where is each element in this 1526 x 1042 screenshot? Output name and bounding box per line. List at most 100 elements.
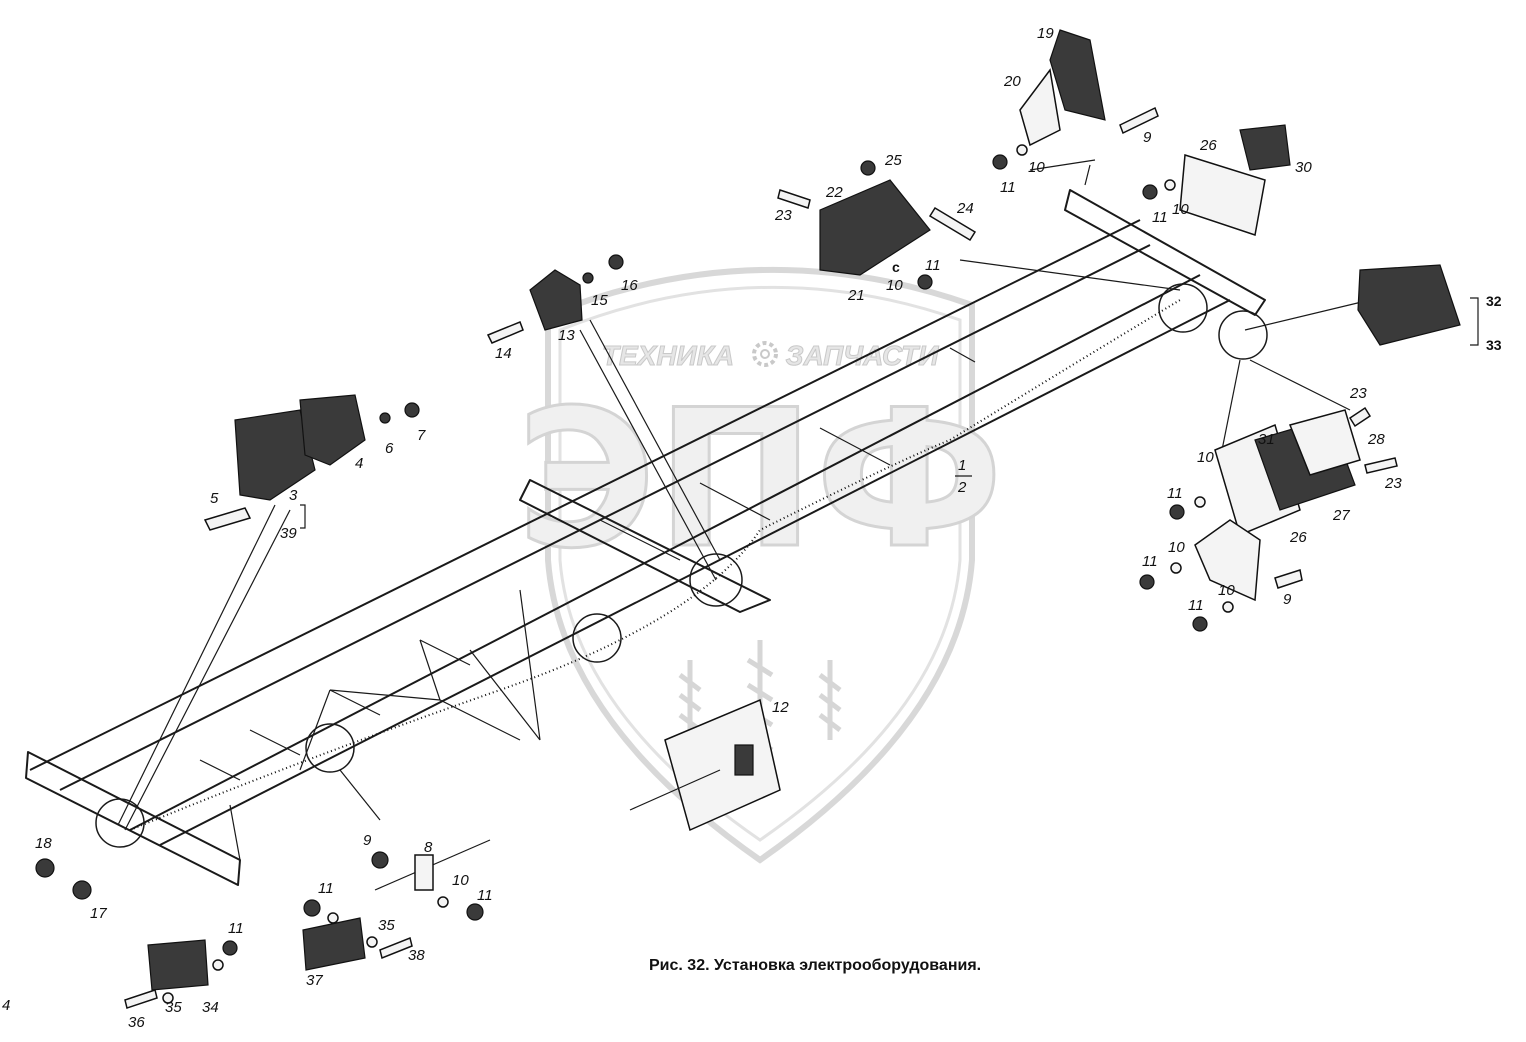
label-11-c: 11 [1152,209,1168,226]
label-22: 22 [825,184,843,201]
nut-11-lamp34 [222,940,238,956]
plate-26-upper [1179,154,1266,236]
detail-circles [95,283,1268,848]
detail-circle-mid [572,613,622,663]
label-1: 1 [958,457,966,474]
label-7: 7 [417,427,426,444]
label-11-i: 11 [228,920,244,937]
front-cross-member [25,751,241,886]
label-38: 38 [408,947,425,964]
bolt-23-rear-b [1364,457,1398,474]
label-13: 13 [558,327,575,344]
washer-35-b [366,936,378,948]
label-10-g: 10 [452,872,469,889]
label-19: 19 [1037,25,1054,42]
label-11-a: 11 [925,257,941,274]
label-25: 25 [884,152,902,169]
label-32: 32 [1486,293,1502,309]
label-16: 16 [621,277,638,294]
marker-lamp-13 [529,269,583,331]
watermark-right-text: ЗАПЧАСТИ [786,340,940,371]
label-9-b: 9 [1283,591,1292,608]
front-lamp-3 [234,409,316,501]
label-10-d: 10 [1197,449,1214,466]
cross-beams [199,347,976,781]
label-6: 6 [385,440,394,457]
label-12: 12 [772,699,789,716]
wiring-harness [129,299,1181,831]
label-39: 39 [280,525,297,542]
label-34: 34 [202,999,219,1016]
detail-circle-mid-left [305,723,355,773]
reflector-19 [1049,29,1106,121]
washer-10-r1 [1194,496,1206,508]
label-10-e: 10 [1168,539,1185,556]
label-11-f: 11 [1188,597,1204,614]
label-8: 8 [424,839,433,856]
watermark-shield-inner [558,285,962,842]
watermark-left-text: ТЕХНИКА [602,340,734,371]
label-23-b: 23 [1349,385,1367,402]
nut-11-bracket [466,903,484,921]
label-11-b: 11 [1000,179,1016,196]
washer-10-lamp34 [212,959,224,971]
watermark-logo-letters: ЭПФ [517,369,1004,590]
label-15: 15 [591,292,608,309]
plate-lamp-37 [302,917,366,971]
nut-11-r1 [1169,504,1185,520]
label-17: 17 [90,905,107,922]
watermark: ЭПФ ТЕХНИКА ЗАПЧАСТИ [515,266,1005,864]
rail-right-lower [159,299,1231,846]
label-27: 27 [1332,507,1350,524]
nut-18 [35,858,55,878]
label-26-b: 26 [1289,529,1307,546]
label-10-b: 10 [1028,159,1045,176]
leader-lines [117,159,1371,831]
center-cross-plate [519,479,771,613]
label-4: 4 [355,455,363,472]
rear-lamp-32-33 [1357,264,1461,346]
label-9-c: 9 [363,832,372,849]
label-26-a: 26 [1199,137,1217,154]
washer-35-a [162,992,174,1004]
nut-17 [72,880,92,900]
bracket-32-33 [1470,297,1479,346]
figure-caption: Рис. 32. Установка электрооборудования. [649,957,981,974]
washer-6 [379,412,391,424]
washer-10-r3 [1222,601,1234,613]
nut-25 [860,160,876,176]
plate-lamp-34 [147,939,209,991]
front-truss [229,589,541,861]
label-36: 36 [128,1014,145,1031]
label-10-f: 10 [1218,582,1235,599]
label-10-a: 10 [886,277,903,294]
label-11-d: 11 [1167,485,1183,502]
nut-11-lamp22 [917,274,933,290]
nut-11-plate37 [303,899,321,917]
label-3: 3 [289,487,298,504]
bolt-14 [486,321,524,344]
detail-circle-front [95,798,145,848]
label-14: 14 [495,345,512,362]
label-31: 31 [1258,431,1275,448]
label-24: 24 [956,200,974,217]
bolt-9-rear [1274,569,1303,589]
bolt-9-reflector [1119,106,1159,135]
bolt-36 [124,989,158,1009]
label-33: 33 [1486,337,1502,353]
bolt-5 [203,507,252,531]
nut-11-r2 [1139,574,1155,590]
coupling-plate [664,698,781,832]
washer-10-bracket [437,896,449,908]
washer-10-r2 [1170,562,1182,574]
socket-12 [734,744,754,776]
bracket-20 [1019,68,1061,147]
washer-10-plate [1164,179,1176,191]
label-c-mark: с [892,259,900,275]
label-37: 37 [306,972,323,989]
label-20: 20 [1003,73,1021,90]
washer-10-plate37 [327,912,339,924]
nut-11-reflector [992,154,1008,170]
